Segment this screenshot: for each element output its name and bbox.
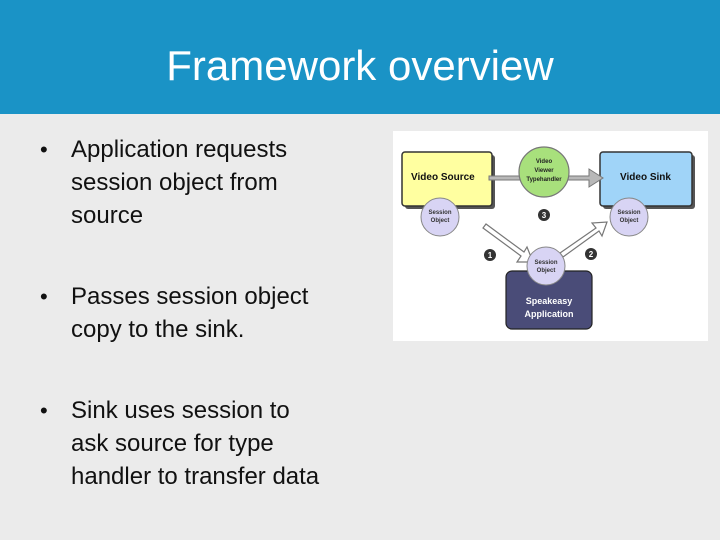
step-1-badge: 1: [484, 249, 496, 261]
bullet-marker: •: [40, 137, 48, 162]
session-object-label: Object: [620, 218, 639, 224]
app-label: Application: [525, 309, 574, 319]
bullet-marker: •: [40, 284, 48, 309]
speakeasy-app-node: Speakeasy Application: [505, 270, 593, 330]
bullet-line: Passes session object: [71, 283, 309, 310]
step-1-label: 1: [488, 251, 493, 260]
bullet-line: Application requests: [71, 136, 288, 163]
bullet-item: • Passes session object copy to the sink…: [40, 280, 380, 346]
step-3-badge: 3: [538, 209, 550, 221]
title-bar: Framework overview: [0, 0, 720, 114]
framework-diagram: Video Source Video Sink Video Viewer Typ…: [393, 131, 708, 341]
session-object-label: Object: [537, 268, 556, 274]
bullet-list: • Application requests session object fr…: [40, 133, 380, 493]
session-object-label: Session: [617, 210, 640, 216]
bullet-line: source: [71, 202, 144, 229]
video-source-node: Video Source: [401, 151, 495, 209]
video-source-label: Video Source: [411, 172, 475, 183]
bullet-marker: •: [40, 398, 48, 423]
slide-title: Framework overview: [166, 42, 554, 89]
bullet-line: copy to the sink.: [71, 316, 245, 343]
session-object-right: Session Object: [609, 197, 649, 237]
bullet-line: session object from: [71, 169, 278, 196]
step-2-label: 2: [589, 250, 594, 259]
app-to-source-arrow: [482, 223, 534, 263]
bullet-item: • Sink uses session to ask source for ty…: [40, 394, 380, 493]
step-3-label: 3: [542, 211, 547, 220]
bullet-item: • Application requests session object fr…: [40, 133, 380, 232]
typehandler-label: Video: [536, 159, 553, 165]
session-object-left: Session Object: [420, 197, 460, 237]
app-label: Speakeasy: [526, 296, 573, 306]
video-sink-node: Video Sink: [599, 151, 695, 209]
typehandler-node: Video Viewer Typehandler: [518, 146, 570, 198]
step-2-badge: 2: [585, 248, 597, 260]
app-to-sink-arrow: [559, 221, 608, 258]
typehandler-label: Typehandler: [526, 177, 562, 183]
typehandler-label: Viewer: [534, 168, 554, 174]
session-object-label: Object: [431, 218, 450, 224]
session-object-app: Session Object: [526, 246, 566, 286]
bullet-line: Sink uses session to: [71, 397, 290, 424]
session-object-label: Session: [428, 210, 451, 216]
bullet-line: handler to transfer data: [71, 463, 320, 490]
bullet-line: ask source for type: [71, 430, 274, 457]
video-sink-label: Video Sink: [620, 172, 671, 183]
session-object-label: Session: [534, 260, 557, 266]
